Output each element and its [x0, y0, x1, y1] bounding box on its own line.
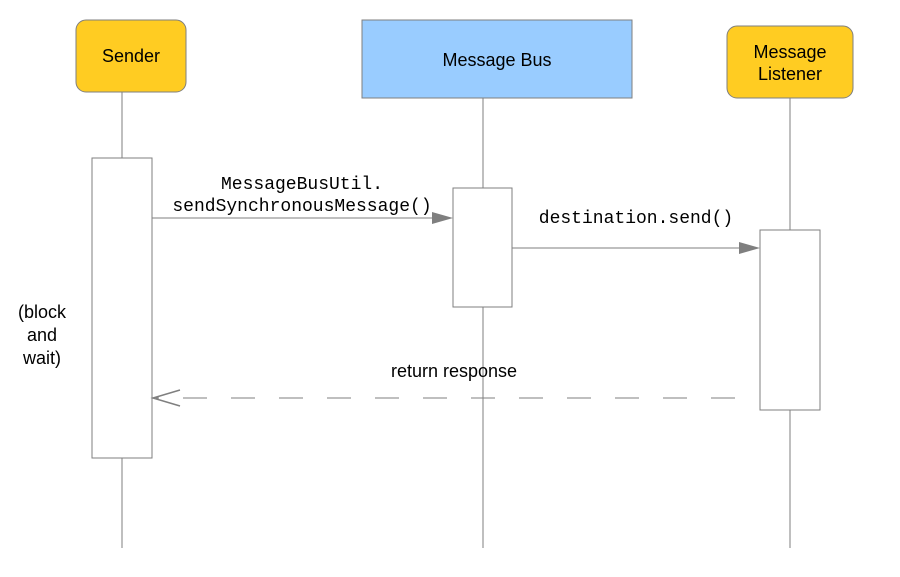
message-listener-box: [726, 25, 854, 99]
block-wait-line1: (block: [18, 302, 67, 322]
message-listener-label-line2: Listener: [758, 64, 822, 84]
send-sync-label-line1: MessageBusUtil.: [221, 175, 383, 195]
send-sync-arrowhead: [432, 212, 453, 224]
message-bus-label: Message Bus: [442, 50, 551, 70]
block-wait-line2: and: [27, 325, 57, 345]
destination-send-arrowhead: [739, 242, 760, 254]
send-sync-message: MessageBusUtil. sendSynchronousMessage(): [152, 175, 453, 224]
message-listener-participant: Message Listener: [726, 25, 854, 99]
destination-send-label: destination.send(): [539, 209, 733, 229]
message-listener-activation: [759, 229, 821, 411]
send-sync-label-line2: sendSynchronousMessage(): [172, 197, 431, 217]
destination-send-message: destination.send(): [512, 209, 760, 254]
return-response-message: return response: [150, 361, 735, 407]
message-bus-box: [361, 19, 633, 99]
message-bus-activation: [452, 187, 513, 308]
block-and-wait-note: (block and wait): [18, 302, 67, 368]
sender-box: [75, 19, 187, 93]
sender-activation: [91, 157, 153, 459]
return-response-open-arrowhead: [150, 389, 181, 407]
message-bus-participant: Message Bus: [361, 19, 633, 99]
sender-participant: Sender: [75, 19, 187, 93]
sender-label: Sender: [102, 46, 160, 66]
block-wait-line3: wait): [22, 348, 61, 368]
return-response-label: return response: [391, 361, 517, 381]
message-listener-label-line1: Message: [753, 42, 826, 62]
